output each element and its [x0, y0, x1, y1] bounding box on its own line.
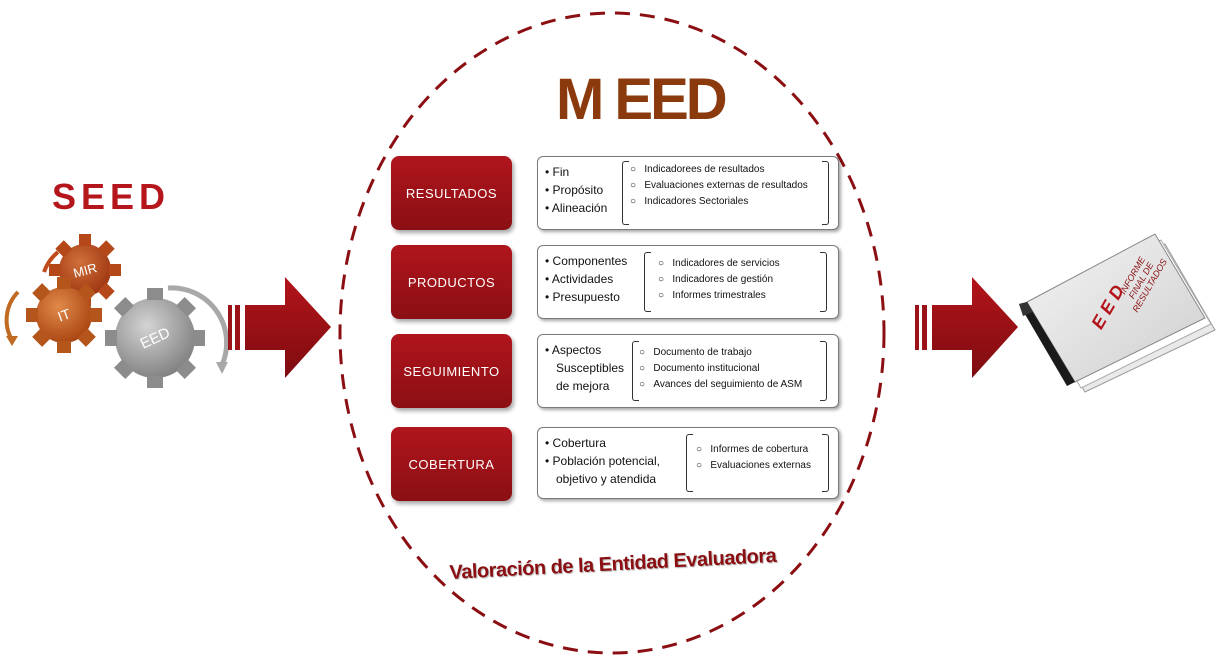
detail-box-cobertura: • Cobertura • Población potencial, objet… [537, 427, 839, 499]
category-productos: PRODUCTOS [391, 245, 512, 319]
bullet-list: • Componentes • Actividades • Presupuest… [545, 252, 627, 306]
left-arrow-icon [228, 277, 331, 378]
sub-list: ○ Indicadores de servicios ○ Indicadores… [658, 256, 780, 304]
bullet-item: • Presupuesto [545, 290, 620, 304]
seed-title: SEED [52, 176, 171, 217]
bullet-list: • Cobertura • Población potencial, objet… [545, 434, 660, 488]
detail-box-productos: • Componentes • Actividades • Presupuest… [537, 245, 839, 319]
sub-item: ○ Informes trimestrales [658, 290, 766, 301]
bullet-item: • Población potencial, [545, 454, 660, 468]
sub-item: ○ Documento de trabajo [639, 347, 752, 358]
gears-graphic: MIR IT EED [4, 234, 230, 388]
category-label: COBERTURA [408, 456, 495, 472]
sub-list: ○ Indicadorees de resultados ○ Evaluacio… [630, 162, 808, 210]
category-label: PRODUCTOS [407, 274, 496, 290]
bullet-item: Susceptibles [556, 361, 625, 375]
sub-item: ○ Indicadores de servicios [658, 258, 780, 269]
category-resultados: RESULTADOS [391, 156, 512, 230]
category-label: RESULTADOS [405, 185, 498, 201]
bullet-item: • Aspectos [545, 343, 602, 357]
report-book-icon: INFORME FINAL DE RESULTADOS E E D [1019, 233, 1216, 393]
bullet-item: • Componentes [545, 254, 628, 268]
gear-it-icon: IT [26, 277, 102, 353]
sub-list: ○ Informes de cobertura ○ Evaluaciones e… [696, 442, 811, 474]
bullet-item: • Alineación [545, 201, 608, 215]
sub-item: ○ Indicadores Sectoriales [630, 196, 749, 207]
category-cobertura: COBERTURA [391, 427, 512, 501]
gear-mir-label: MIR [72, 260, 99, 281]
bullet-list: • Fin • Propósito • Alineación [545, 163, 607, 217]
sub-item: ○ Avances del seguimiento de ASM [639, 379, 803, 390]
gear-eed-icon: EED [105, 288, 205, 388]
sub-item: ○ Evaluaciones externas [696, 460, 811, 471]
sub-item: ○ Documento institucional [639, 363, 760, 374]
gear-it-label: IT [55, 305, 73, 324]
detail-box-resultados: • Fin • Propósito • Alineación ○ Indicad… [537, 156, 839, 230]
category-seguimiento: SEGUIMIENTO [391, 334, 512, 408]
bullet-item: • Actividades [545, 272, 614, 286]
sub-item: ○ Evaluaciones externas de resultados [630, 180, 808, 191]
sub-item: ○ Indicadorees de resultados [630, 164, 765, 175]
sub-list: ○ Documento de trabajo ○ Documento insti… [639, 345, 802, 393]
sub-item: ○ Informes de cobertura [696, 444, 809, 455]
bullet-list: • Aspectos Susceptibles de mejora [545, 341, 624, 395]
right-arrow-icon [915, 277, 1018, 378]
category-label: SEGUIMIENTO [403, 363, 500, 379]
sub-item: ○ Indicadores de gestión [658, 274, 773, 285]
detail-box-seguimiento: • Aspectos Susceptibles de mejora ○ Docu… [537, 334, 839, 408]
bullet-item: • Fin [545, 165, 570, 179]
bullet-item: objetivo y atendida [556, 472, 657, 486]
bullet-item: • Propósito [545, 183, 604, 197]
bullet-item: • Cobertura [545, 436, 606, 450]
meed-title: M EED [556, 67, 728, 132]
bullet-item: de mejora [556, 379, 610, 393]
